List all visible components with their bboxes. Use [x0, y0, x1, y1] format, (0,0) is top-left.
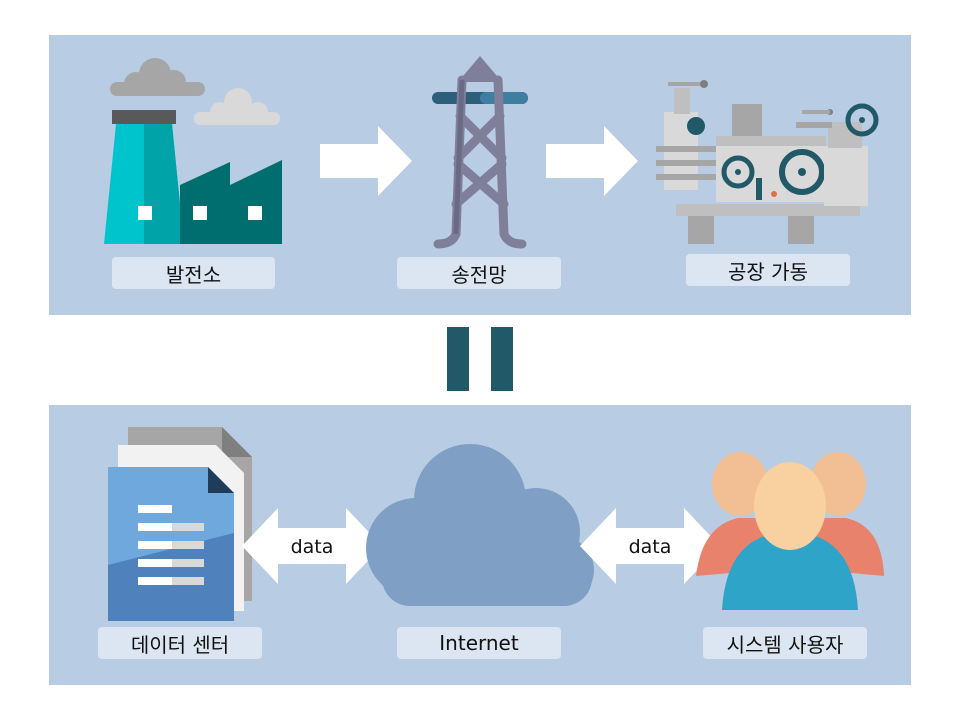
datacenter-label: 데이터 센터 [98, 627, 262, 659]
users-label: 시스템 사용자 [703, 627, 867, 659]
data-flow-label-right: data [629, 536, 672, 558]
right-arrow-icon [546, 126, 640, 196]
document-stack-icon [104, 425, 260, 625]
grid-label: 송전망 [397, 257, 561, 289]
equals-bar-right [491, 327, 513, 391]
right-arrow-icon [320, 126, 414, 196]
factory-label: 공장 가동 [686, 254, 850, 286]
power-plant-label: 발전소 [112, 257, 275, 289]
data-flow-label-left: data [291, 536, 334, 558]
transmission-tower-icon [428, 54, 532, 250]
internet-label: Internet [397, 627, 561, 659]
factory-machine-icon [652, 76, 884, 246]
power-plant-icon [100, 50, 290, 250]
cloud-icon [360, 440, 600, 610]
users-group-icon [692, 448, 888, 624]
equals-bar-left [447, 327, 469, 391]
